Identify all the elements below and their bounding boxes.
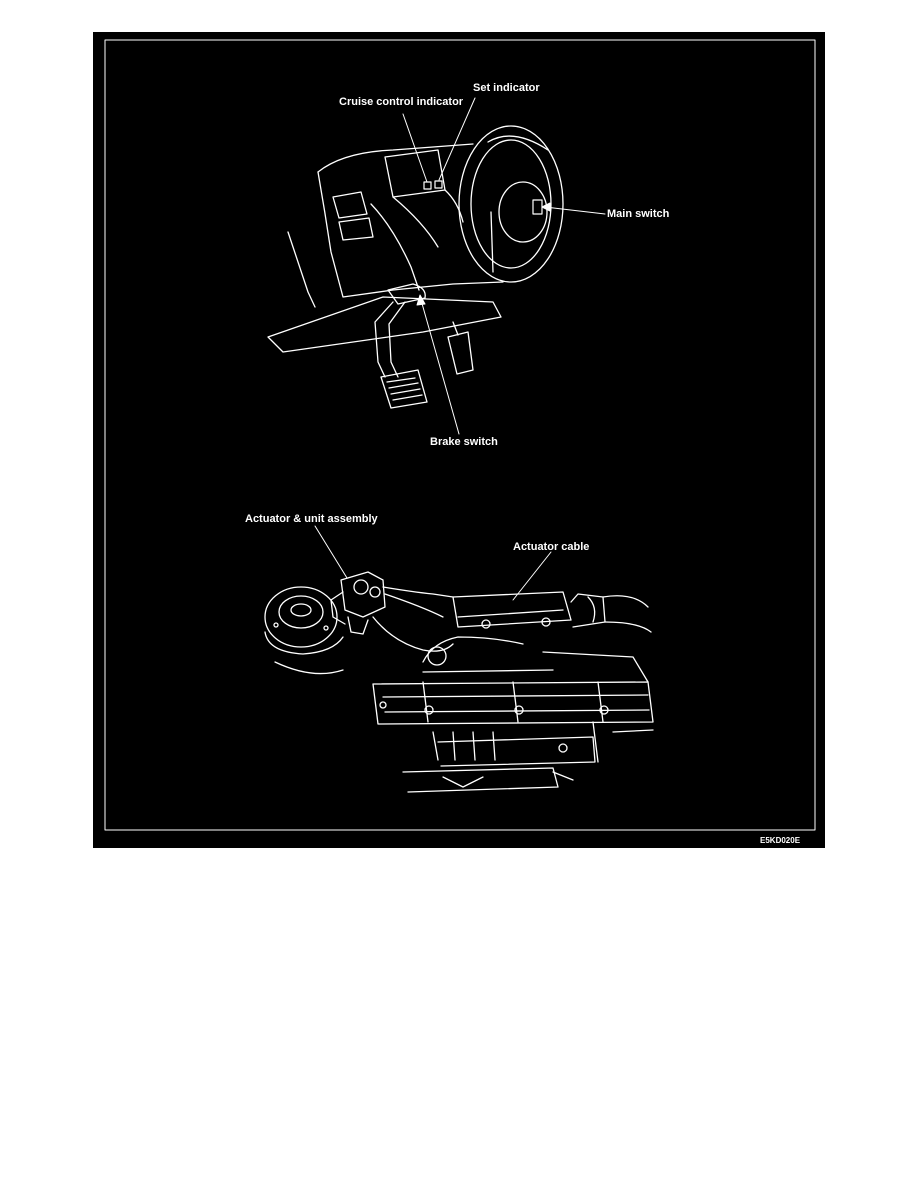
brake-pedal bbox=[387, 283, 426, 305]
dashboard-illustration bbox=[267, 125, 564, 409]
cruise-indicator-lamp bbox=[423, 181, 432, 190]
label-brake-switch: Brake switch bbox=[430, 436, 498, 448]
actuator-cable-line bbox=[382, 586, 454, 598]
label-actuator-unit-assembly: Actuator & unit assembly bbox=[245, 513, 378, 525]
engine-block bbox=[372, 681, 654, 725]
engine-bay-illustration bbox=[264, 571, 654, 793]
leader-lines-bottom bbox=[314, 525, 552, 601]
label-main-switch: Main switch bbox=[607, 208, 670, 220]
label-set-indicator: Set indicator bbox=[473, 82, 540, 94]
label-cruise-control-indicator: Cruise control indicator bbox=[339, 96, 464, 108]
figure-code: E5KD020E bbox=[760, 836, 801, 845]
strut-tower bbox=[264, 586, 338, 648]
steering-wheel bbox=[458, 125, 564, 283]
diagram-drawing bbox=[104, 39, 816, 831]
label-actuator-cable: Actuator cable bbox=[513, 541, 590, 553]
actuator-unit bbox=[340, 571, 386, 618]
inner-frame bbox=[104, 39, 816, 831]
set-indicator-lamp bbox=[434, 180, 443, 189]
accelerator-pedal bbox=[447, 331, 474, 375]
diagram-panel: Cruise control indicator Set indicator M… bbox=[93, 32, 825, 848]
main-switch-box bbox=[532, 199, 543, 215]
leader-lines-top bbox=[402, 97, 606, 435]
